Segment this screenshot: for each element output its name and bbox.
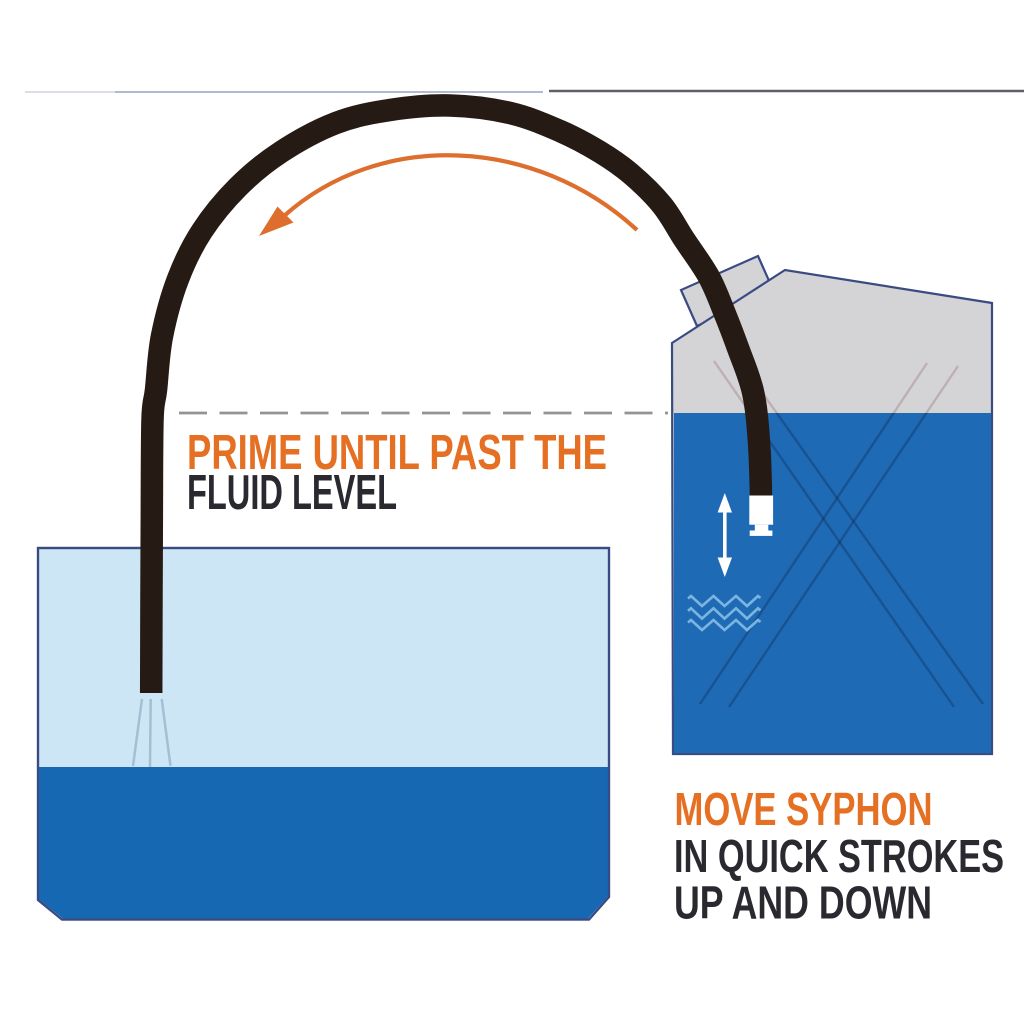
svg-text:MOVE SYPHON: MOVE SYPHON <box>675 783 933 835</box>
svg-text:UP AND DOWN: UP AND DOWN <box>674 877 932 929</box>
svg-text:PRIME UNTIL PAST THE: PRIME UNTIL PAST THE <box>187 426 607 480</box>
svg-text:FLUID LEVEL: FLUID LEVEL <box>187 466 397 520</box>
svg-text:IN QUICK STROKES: IN QUICK STROKES <box>674 830 1004 882</box>
